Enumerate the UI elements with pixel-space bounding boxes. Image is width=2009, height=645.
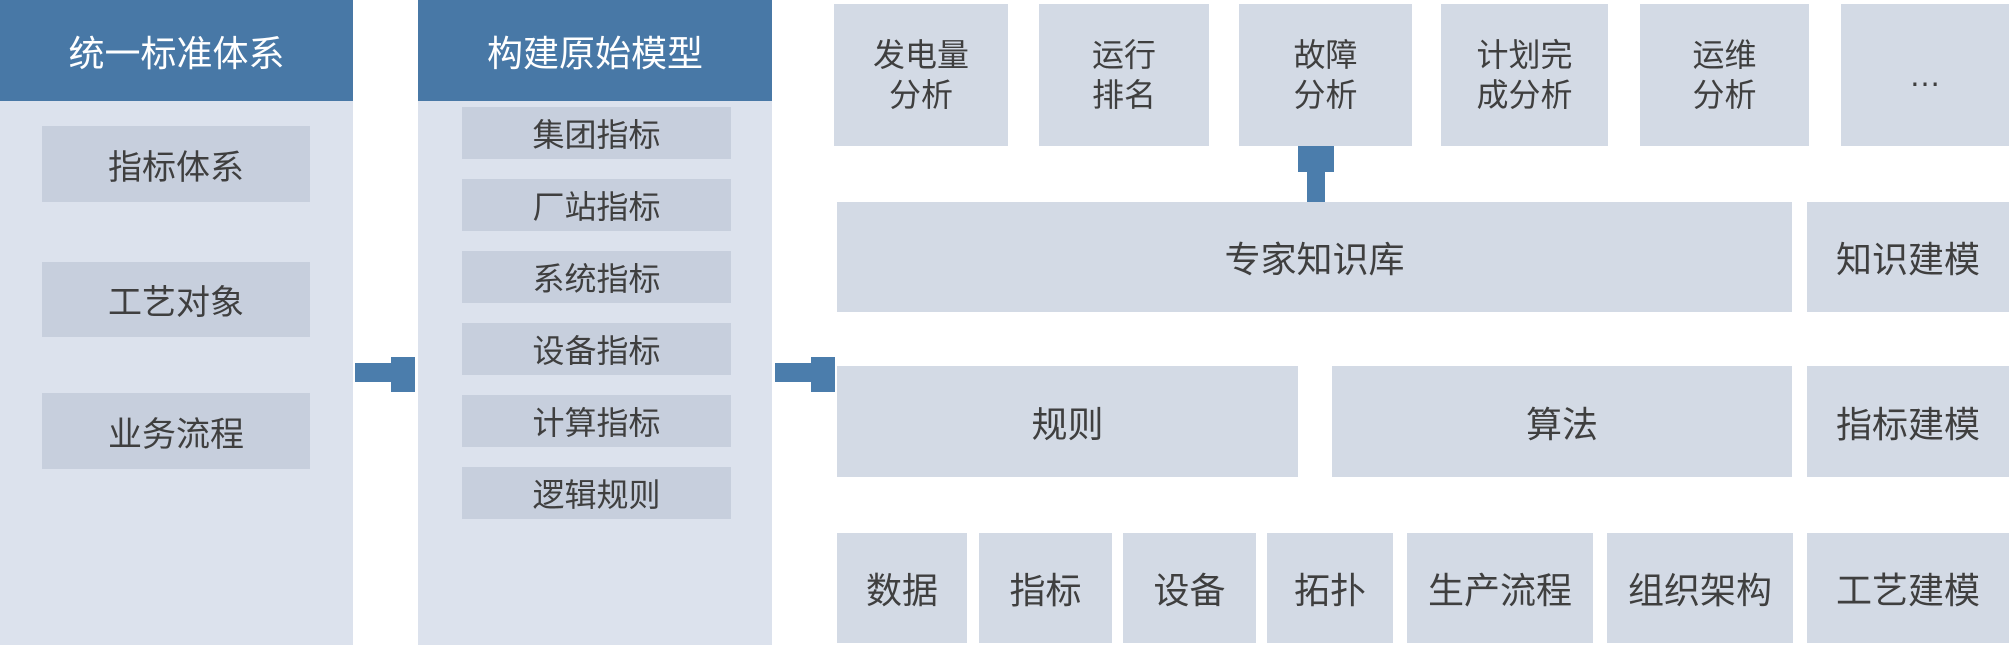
indicator-modeling-box: 指标建模 [1807,366,2009,477]
foundation-box: 设备 [1123,533,1256,643]
model-column-item: 设备指标 [462,323,731,375]
original-model-header: 构建原始模型 [418,0,772,101]
analysis-box: 计划完 成分析 [1441,4,1608,146]
model-column-item: 厂站指标 [462,179,731,231]
analysis-box: 发电量 分析 [834,4,1008,146]
model-column-item: 计算指标 [462,395,731,447]
foundation-box: 组织架构 [1607,533,1793,643]
expert-kb-box: 专家知识库 [837,202,1792,312]
analysis-box: 故障 分析 [1239,4,1412,146]
standard-system-header: 统一标准体系 [0,0,353,101]
foundation-box: 数据 [837,533,967,643]
model-column-item: 集团指标 [462,107,731,159]
analysis-box: 运维 分析 [1640,4,1809,146]
foundation-box: 指标 [979,533,1112,643]
standard-system-item: 业务流程 [42,393,310,469]
standard-system-item: 工艺对象 [42,262,310,337]
foundation-box: 拓扑 [1267,533,1393,643]
analysis-more-box: … [1841,4,2009,146]
algorithms-box: 算法 [1332,366,1792,477]
rules-box: 规则 [837,366,1298,477]
knowledge-modeling-box: 知识建模 [1807,202,2009,312]
model-column-item: 逻辑规则 [462,467,731,519]
foundation-box: 生产流程 [1407,533,1593,643]
analysis-box: 运行 排名 [1039,4,1209,146]
standard-system-item: 指标体系 [42,126,310,202]
model-column-item: 系统指标 [462,251,731,303]
process-modeling-box: 工艺建模 [1807,533,2009,643]
